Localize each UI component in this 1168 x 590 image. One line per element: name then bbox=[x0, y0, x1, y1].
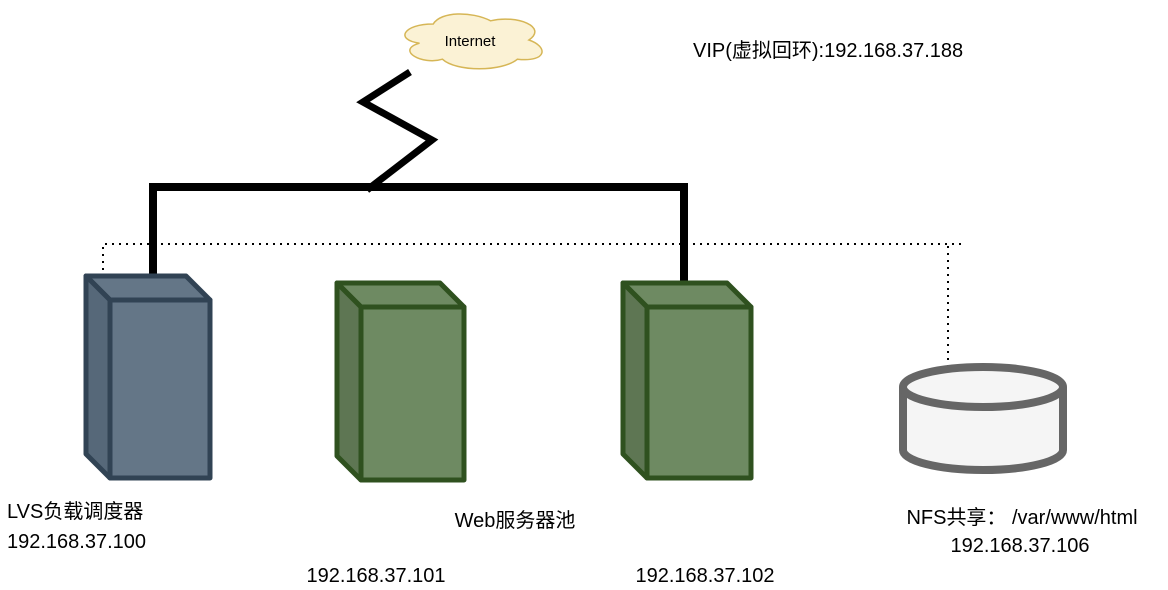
cloud-icon bbox=[404, 13, 543, 70]
web2-ip-label: 192.168.37.102 bbox=[635, 565, 774, 587]
lvs-name-label: LVS负载调度器 bbox=[7, 500, 143, 523]
lvs-cube-side-face bbox=[83, 273, 113, 481]
web-server-2-shape bbox=[620, 280, 754, 481]
lvs-cube-front-face bbox=[107, 297, 213, 481]
nfs-storage-cylinder bbox=[899, 363, 1067, 474]
nfs-dotted-link-horizontal bbox=[102, 243, 966, 284]
nfs-label-group: NFS共享： /var/www/html 192.168.37.106 bbox=[906, 506, 1137, 557]
web2-cube-front-face bbox=[644, 304, 754, 481]
nfs-dotted-link bbox=[102, 243, 966, 371]
internet-zigzag-link bbox=[356, 69, 439, 193]
lan-bus-link bbox=[149, 183, 688, 284]
nfs-ip-label: 192.168.37.106 bbox=[950, 535, 1089, 557]
internet-cloud: Internet bbox=[404, 13, 543, 70]
nfs-cylinder-top bbox=[899, 363, 1067, 411]
web1-ip-label: 192.168.37.101 bbox=[306, 565, 445, 587]
web1-cube-side-face bbox=[334, 280, 364, 483]
lvs-ip-label: 192.168.37.100 bbox=[7, 531, 146, 553]
lvs-server-shape bbox=[83, 273, 213, 481]
nfs-name-label: NFS共享： /var/www/html bbox=[906, 506, 1137, 529]
web1-cube-front-face bbox=[358, 304, 467, 483]
web-pool-label: Web服务器池 bbox=[455, 509, 576, 532]
internet-label: Internet bbox=[445, 33, 497, 50]
vip-label: VIP(虚拟回环):192.168.37.188 bbox=[693, 39, 963, 62]
web-server-1-shape bbox=[334, 280, 467, 483]
web2-cube-side-face bbox=[620, 280, 650, 481]
lvs-label-group: LVS负载调度器 192.168.37.100 bbox=[7, 500, 146, 553]
